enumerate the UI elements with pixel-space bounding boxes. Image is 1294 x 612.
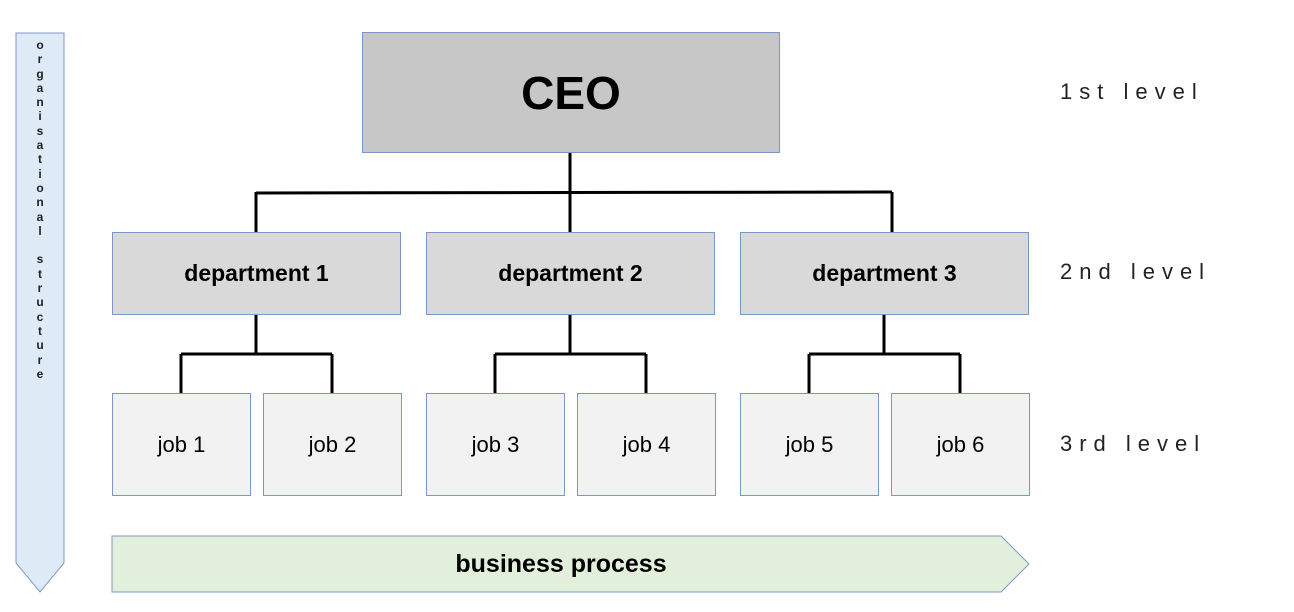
- level-3-label: 3rd level: [1060, 431, 1207, 456]
- side-label-letter: t: [38, 266, 42, 281]
- organisational-structure-arrow: [15, 32, 65, 593]
- department-2-box: department 2: [426, 232, 715, 315]
- side-label-letter: u: [36, 338, 44, 353]
- job-5-box: job 5: [740, 393, 879, 496]
- side-label-letter: l: [38, 223, 42, 238]
- side-label-letter: r: [37, 52, 43, 67]
- side-label-letter: a: [36, 138, 44, 153]
- level-2-label: 2nd level: [1060, 259, 1212, 284]
- side-label-letter: i: [38, 109, 42, 124]
- department-3-box: department 3: [740, 232, 1029, 315]
- side-label-space: [38, 238, 41, 252]
- department-1-box: department 1: [112, 232, 401, 315]
- side-label-letter: s: [36, 123, 44, 138]
- side-label-letter: n: [36, 195, 44, 210]
- side-label-letter: n: [36, 95, 44, 110]
- side-label-letter: i: [38, 166, 42, 181]
- side-label-letter: t: [38, 323, 42, 338]
- ceo-box: CEO: [362, 32, 780, 153]
- side-label-letter: o: [36, 38, 44, 52]
- side-label-letter: a: [36, 80, 44, 95]
- job-3-box: job 3: [426, 393, 565, 496]
- side-label-letter: c: [36, 309, 44, 324]
- side-label-letter: u: [36, 295, 44, 310]
- side-label-letter: s: [36, 252, 44, 267]
- side-label-letter: o: [36, 180, 44, 195]
- side-label-letter: a: [36, 209, 44, 224]
- side-label-letter: e: [36, 366, 44, 381]
- job-6-box: job 6: [891, 393, 1030, 496]
- job-1-box: job 1: [112, 393, 251, 496]
- side-label-letter: r: [37, 281, 43, 296]
- job-4-box: job 4: [577, 393, 716, 496]
- side-label-letter: g: [36, 66, 44, 81]
- business-process-label: business process: [455, 549, 667, 578]
- business-process-arrow: [111, 535, 1030, 593]
- job-2-box: job 2: [263, 393, 402, 496]
- level-1-label: 1st level: [1060, 79, 1204, 104]
- side-label-letter: t: [38, 152, 42, 167]
- side-label-letter: r: [37, 352, 43, 367]
